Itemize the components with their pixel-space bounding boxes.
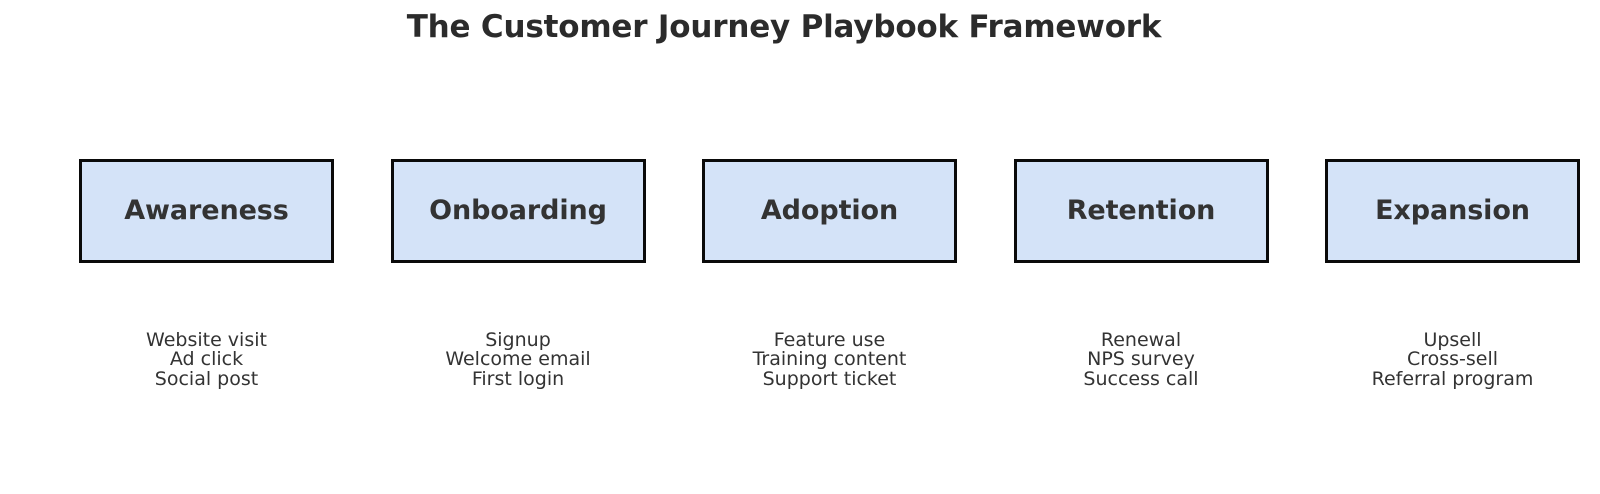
stage-label: Expansion [1375,195,1530,226]
touchpoint-group-awareness: Website visit Ad click Social post [79,329,334,390]
touchpoint-item: Website visit [146,329,267,351]
stage-box-expansion[interactable]: Expansion [1325,159,1580,263]
touchpoint-item: Success call [1083,367,1199,390]
touchpoint-item: Training content [752,348,907,371]
page-title: The Customer Journey Playbook Framework [406,9,1162,45]
stage-box-onboarding[interactable]: Onboarding [390,159,646,263]
touchpoint-item: Social post [154,367,259,390]
touchpoint-item: Feature use [773,329,886,351]
stage-box-retention[interactable]: Retention [1013,159,1269,263]
touchpoint-item: Support ticket [762,367,897,390]
touchpoint-item: First login [471,367,565,390]
stage-label: Retention [1066,195,1216,226]
touchpoint-item: Upsell [1423,329,1482,351]
touchpoint-item: Renewal [1100,329,1182,351]
touchpoint-item: NPS survey [1087,348,1195,371]
touchpoint-group-retention: Renewal NPS survey Success call [1014,329,1269,390]
touchpoint-group-adoption: Feature use Training content Support tic… [702,329,957,390]
touchpoint-item: Signup [485,329,551,351]
stage-label: Onboarding [429,195,607,226]
touchpoint-item: Welcome email [445,348,591,371]
stage-label: Adoption [760,195,899,226]
touchpoint-item: Ad click [169,348,244,371]
touchpoint-group-expansion: Upsell Cross-sell Referral program [1325,329,1580,390]
touchpoint-item: Cross-sell [1406,348,1499,371]
stage-label: Awareness [124,195,289,226]
touchpoint-item: Referral program [1371,367,1534,390]
touchpoint-row: Website visit Ad click Social post Signu… [79,329,1580,390]
touchpoint-group-onboarding: Signup Welcome email First login [391,329,646,390]
stage-box-adoption[interactable]: Adoption [702,159,957,263]
stage-box-awareness[interactable]: Awareness [79,159,334,263]
stage-box-row: Awareness Onboarding Adoption Retention … [79,159,1580,263]
